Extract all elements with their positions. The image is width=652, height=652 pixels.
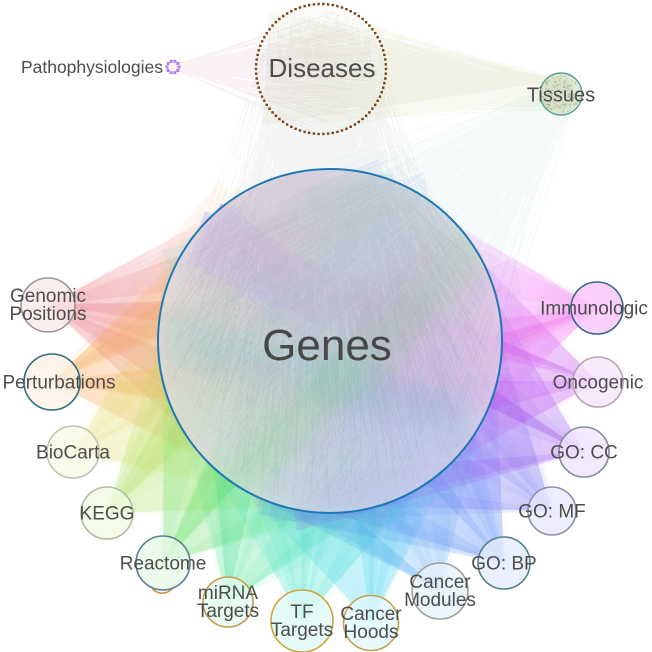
svg-text:Targets: Targets — [271, 620, 333, 641]
svg-text:miRNA: miRNA — [198, 583, 258, 604]
svg-text:Hoods: Hoods — [344, 622, 399, 643]
svg-text:TF: TF — [290, 602, 313, 623]
svg-text:Immunologic: Immunologic — [540, 299, 648, 320]
svg-text:Cancer: Cancer — [340, 604, 402, 625]
svg-text:Cancer: Cancer — [409, 572, 471, 593]
svg-text:Oncogenic: Oncogenic — [553, 373, 644, 394]
svg-text:Diseases: Diseases — [269, 53, 376, 83]
svg-text:Pathophysiologies: Pathophysiologies — [21, 57, 163, 77]
svg-text:GO: CC: GO: CC — [550, 443, 618, 464]
svg-text:GO: MF: GO: MF — [518, 502, 586, 523]
svg-text:BioCarta: BioCarta — [36, 443, 110, 464]
svg-text:Targets: Targets — [197, 601, 259, 622]
svg-text:Positions: Positions — [9, 304, 86, 325]
svg-text:Modules: Modules — [404, 590, 476, 611]
svg-text:Genes: Genes — [262, 321, 392, 370]
svg-text:Tissues: Tissues — [527, 85, 595, 107]
svg-text:GO: BP: GO: BP — [471, 554, 536, 575]
svg-text:Genomic: Genomic — [10, 286, 86, 307]
svg-text:KEGG: KEGG — [80, 504, 135, 525]
svg-text:Perturbations: Perturbations — [2, 373, 115, 394]
svg-text:Reactome: Reactome — [120, 554, 207, 575]
